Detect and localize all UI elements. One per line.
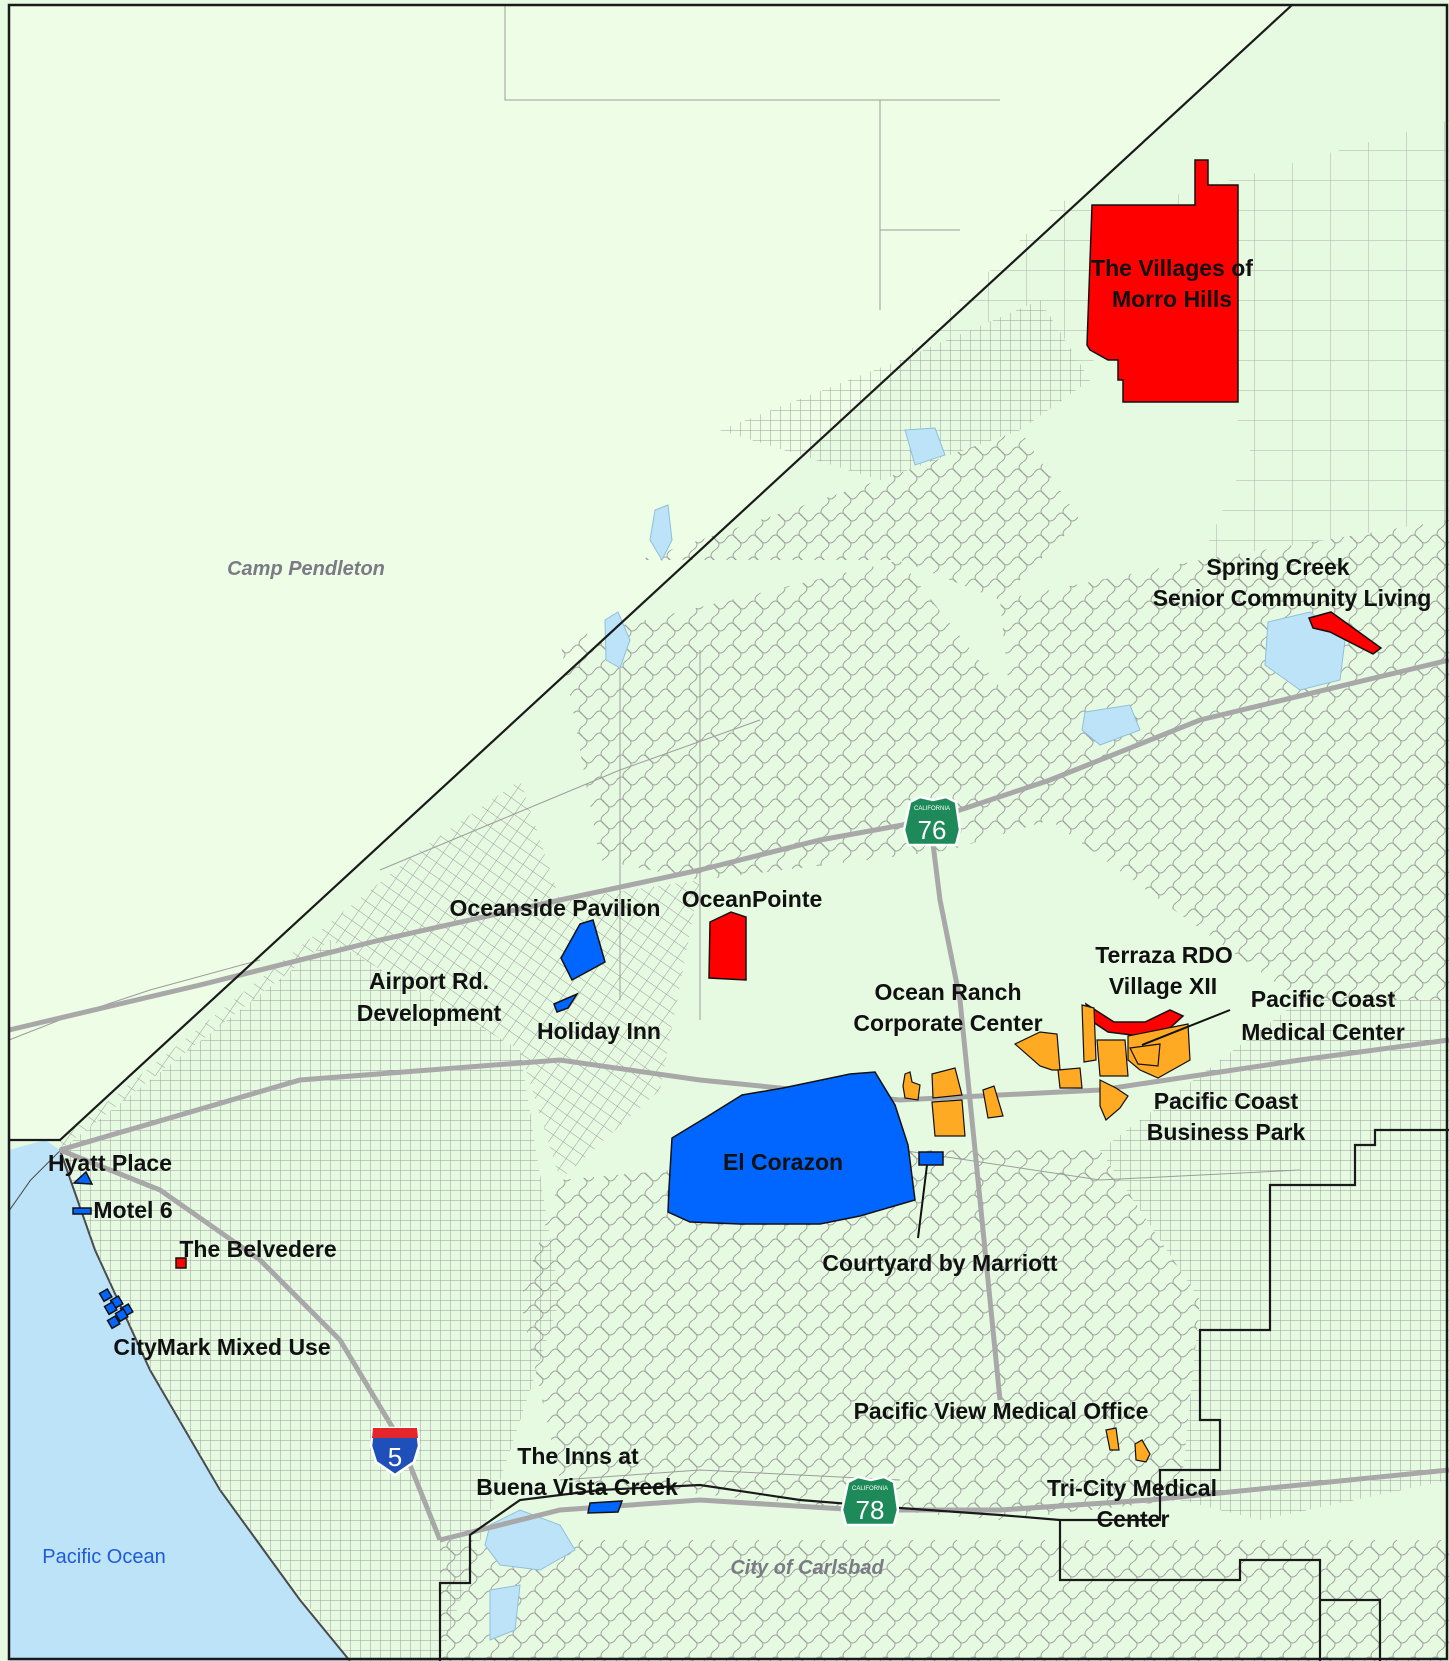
label-pacific-view-medical: Pacific View Medical Office [854, 1398, 1149, 1424]
pendleton-tract-lines [504, 5, 1000, 310]
label-airport-rd-line2: Development [357, 1000, 502, 1026]
label-pacific-coast-medical-line2: Medical Center [1241, 1019, 1405, 1045]
parcel-hyatt-place[interactable] [72, 1170, 94, 1185]
label-holiday-inn: Holiday Inn [537, 1018, 661, 1044]
parcel-citymark-mixed-use[interactable] [98, 1288, 134, 1330]
label-camp-pendleton: Camp Pendleton [227, 558, 385, 580]
map-frame [7, 3, 1449, 1661]
label-citymark-mixed-use: CityMark Mixed Use [113, 1334, 330, 1360]
parcel-spring-creek[interactable] [1307, 611, 1383, 655]
leader-pacific-coast-medical [1141, 1009, 1231, 1046]
label-ocean-ranch-line1: Ocean Ranch [875, 979, 1022, 1005]
pendleton-boundary [9, 4, 1293, 1142]
interstate-5-shield-icon: 5 [369, 1426, 421, 1477]
label-terraza-line1: Terraza RDO [1095, 942, 1233, 968]
leader-courtyard [917, 1164, 928, 1239]
parcel-pacific-view-medical[interactable] [1105, 1427, 1120, 1451]
parcel-pacific-coast-medical-center[interactable] [1129, 1043, 1161, 1067]
label-inns-line1: The Inns at [517, 1443, 639, 1469]
parcel-holiday-inn[interactable] [553, 992, 579, 1013]
svg-text:76: 76 [918, 815, 947, 845]
label-oceanside-pavilion: Oceanside Pavilion [450, 895, 661, 921]
label-spring-creek-line1: Spring Creek [1206, 554, 1349, 580]
label-inns-line2: Buena Vista Creek [476, 1474, 678, 1500]
svg-text:78: 78 [856, 1495, 885, 1525]
label-pacific-coast-medical-line1: Pacific Coast [1251, 986, 1396, 1012]
label-el-corazon: El Corazon [723, 1149, 843, 1175]
label-pacific-coast-business-park-line2: Business Park [1147, 1119, 1306, 1145]
parcel-ocean-ranch-corporate-center[interactable] [902, 1031, 1061, 1137]
ca-78-shield-icon: CALIFORNIA 78 [840, 1475, 900, 1527]
label-villages-morro-hills-line1: The Villages of [1091, 255, 1253, 281]
parcel-villages-of-morro-hills[interactable] [1086, 159, 1239, 403]
city-boundary-south [438, 1483, 1061, 1661]
parcel-motel-6[interactable] [72, 1207, 92, 1215]
label-ocean-ranch-line2: Corporate Center [853, 1010, 1042, 1036]
label-villages-morro-hills-line2: Morro Hills [1112, 286, 1232, 312]
city-boundary-east [1058, 1128, 1449, 1661]
svg-text:CALIFORNIA: CALIFORNIA [852, 1486, 888, 1492]
label-the-belvedere: The Belvedere [179, 1236, 336, 1262]
label-tri-city-line1: Tri-City Medical [1047, 1475, 1217, 1501]
label-oceanpointe: OceanPointe [682, 886, 823, 912]
pacific-ocean [9, 1150, 350, 1661]
parcel-inns-at-buena-vista[interactable] [587, 1500, 624, 1514]
label-terraza-line2: Village XII [1109, 973, 1217, 999]
parcel-courtyard-by-marriott[interactable] [918, 1151, 944, 1166]
city-boundary-southeast [1320, 1598, 1382, 1661]
label-pacific-coast-business-park-line1: Pacific Coast [1154, 1088, 1299, 1114]
label-courtyard-by-marriott: Courtyard by Marriott [822, 1250, 1057, 1276]
parcel-the-belvedere[interactable] [175, 1257, 187, 1269]
north-coast-water [9, 1140, 60, 1210]
parcel-oceanside-pavilion[interactable] [560, 919, 606, 982]
label-hyatt-place: Hyatt Place [48, 1150, 172, 1176]
ca-76-shield-icon: CALIFORNIA 76 [902, 795, 962, 847]
label-airport-rd-line1: Airport Rd. [369, 968, 489, 994]
label-spring-creek-line2: Senior Community Living [1153, 585, 1432, 611]
parcel-el-corazon[interactable] [667, 1071, 916, 1225]
label-motel-6: Motel 6 [93, 1197, 172, 1223]
label-pacific-ocean: Pacific Ocean [42, 1546, 165, 1568]
label-city-of-carlsbad: City of Carlsbad [730, 1557, 884, 1579]
parcel-oceanpointe[interactable] [708, 911, 747, 981]
label-tri-city-line2: Center [1097, 1506, 1170, 1532]
svg-text:CALIFORNIA: CALIFORNIA [914, 806, 950, 812]
urban-fabric [60, 120, 1449, 1661]
svg-text:5: 5 [388, 1442, 402, 1472]
parcel-terraza-rdo[interactable] [1084, 1002, 1185, 1037]
parcel-tri-city-medical[interactable] [1134, 1439, 1151, 1463]
